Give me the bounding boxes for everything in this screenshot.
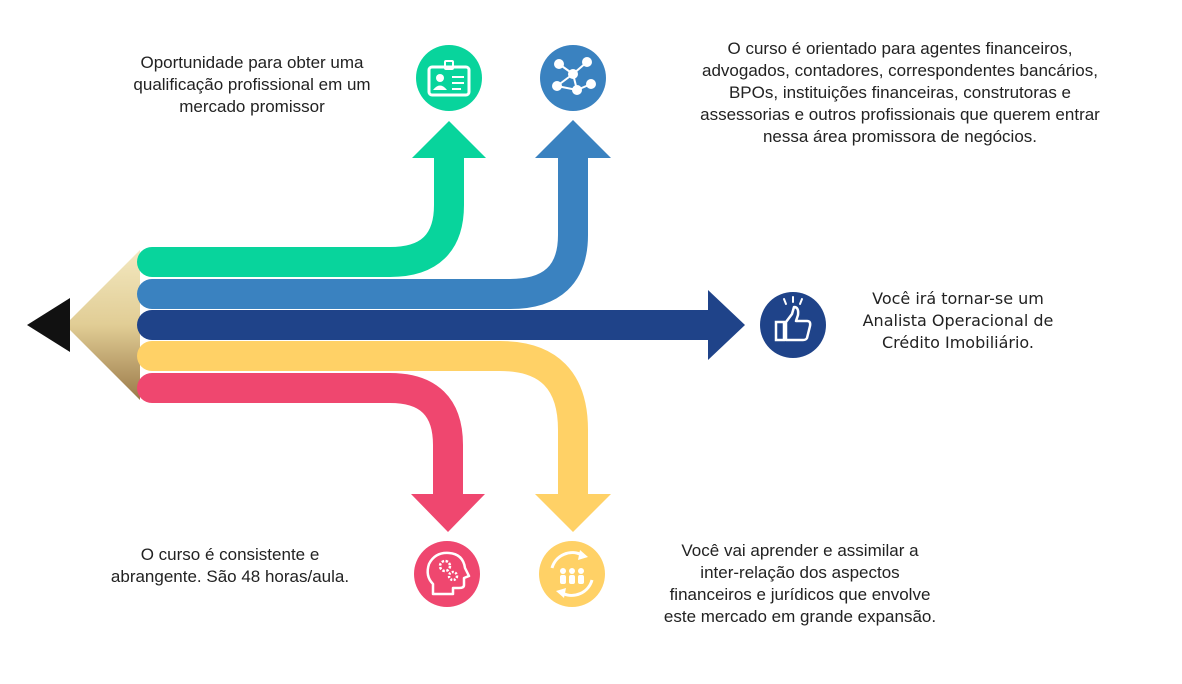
green-arrow-band	[137, 140, 464, 277]
pink-arrowhead	[411, 494, 485, 532]
green-arrowhead	[412, 121, 486, 158]
network-people-icon	[540, 45, 606, 111]
team-cycle-icon	[539, 541, 605, 607]
head-gears-icon	[414, 541, 480, 607]
pencil-lead	[27, 298, 70, 352]
thumbs-up-icon	[760, 292, 826, 358]
analyst-outcome-text: Você irá tornar-se um Analista Operacion…	[862, 289, 1054, 352]
id-card-icon	[416, 45, 482, 111]
darkblue-arrowhead	[708, 290, 745, 360]
qualification-text: Oportunidade para obter uma qualificação…	[133, 53, 371, 116]
yellow-arrow-band	[137, 341, 588, 515]
target-audience-text: O curso é orientado para agentes finance…	[700, 39, 1100, 146]
pink-arrow-band	[137, 373, 463, 515]
pencil-wood	[65, 250, 140, 400]
learning-text: Você vai aprender e assimilar a inter-re…	[663, 541, 937, 626]
yellow-arrowhead	[535, 494, 611, 532]
lightblue-arrow-band	[137, 140, 588, 309]
lightblue-arrowhead	[535, 120, 611, 158]
course-hours-text: O curso é consistente e abrangente. São …	[110, 545, 350, 586]
